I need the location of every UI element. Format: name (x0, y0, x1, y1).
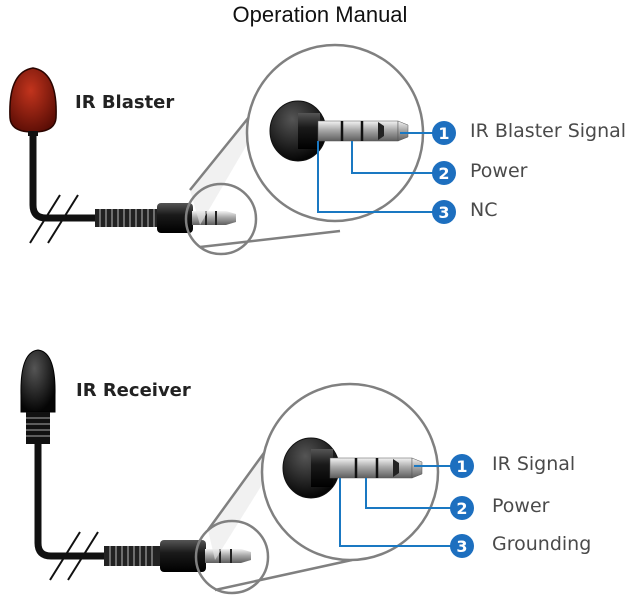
pin-label-power: Power (470, 160, 528, 182)
ir-receiver-label: IR Receiver (76, 380, 191, 401)
ir-blaster-head-icon (9, 67, 57, 133)
ir-blaster-wires (317, 132, 438, 213)
ir-blaster-strain-relief (95, 209, 159, 227)
pin-label-nc: NC (470, 199, 498, 221)
ir-receiver-wires (339, 465, 456, 547)
badge-2: 2 (456, 499, 467, 518)
ir-blaster-label: IR Blaster (75, 92, 175, 113)
ir-receiver-strain-relief (104, 546, 162, 566)
ir-receiver-plug-closeup (282, 437, 423, 499)
badge-1: 1 (456, 457, 467, 476)
badge-2: 2 (438, 164, 449, 183)
badge-1: 1 (438, 124, 449, 143)
ir-receiver-head-icon (20, 349, 56, 413)
ir-receiver-pin-badges: 1 2 3 (450, 454, 474, 558)
badge-3: 3 (456, 537, 467, 556)
ir-receiver-device (20, 349, 251, 581)
page-title: Operation Manual (232, 2, 408, 27)
pin-label-power: Power (492, 495, 550, 517)
ir-blaster-plug-closeup (269, 100, 409, 162)
pin-label-grounding: Grounding (492, 533, 592, 555)
ir-blaster-device (9, 67, 236, 244)
pin-label-ir-blaster-signal: IR Blaster Signal (470, 120, 627, 142)
pin-label-ir-signal: IR Signal (492, 453, 576, 475)
badge-3: 3 (438, 203, 449, 222)
ir-blaster-pin-badges: 1 2 3 (432, 121, 456, 224)
